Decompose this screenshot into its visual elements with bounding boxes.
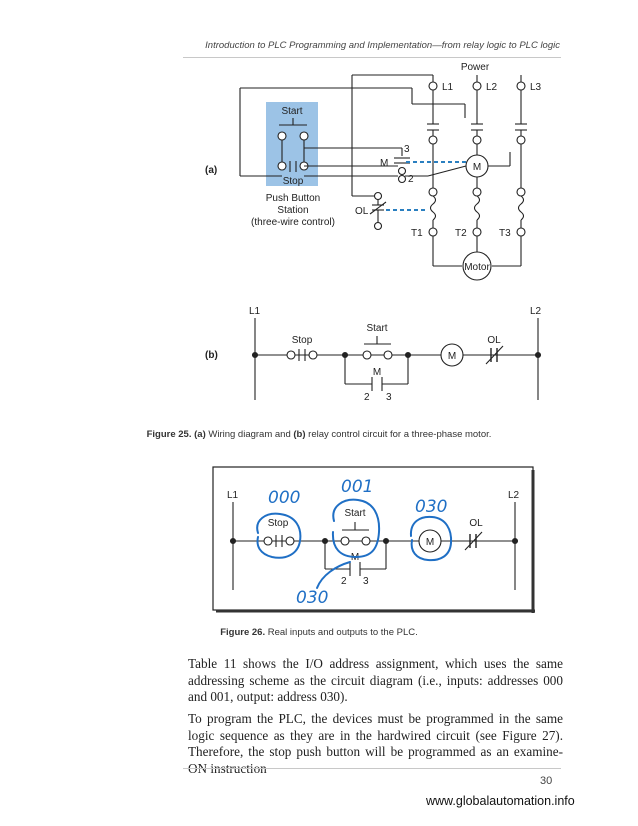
stop-label: Stop (283, 176, 304, 187)
fig25b-start-label: Start (366, 323, 387, 334)
fig26-stop-label: Stop (268, 518, 289, 529)
motor-label: Motor (464, 262, 490, 273)
fig26-node-2: 2 (341, 576, 347, 587)
station-line-3: (three-wire control) (251, 217, 335, 228)
power-label: Power (461, 62, 490, 73)
fig25-panel-b-label: (b) (205, 350, 218, 361)
running-header: Introduction to PLC Programming and Impl… (205, 40, 560, 51)
fig25-caption-a: Figure 25. (a) (146, 429, 206, 440)
l3-terminal (516, 81, 526, 91)
header-rule (183, 57, 561, 58)
fig25b-node-2: 2 (364, 392, 370, 403)
handwritten-001: 001 (341, 477, 373, 497)
fig25b-ol-label: OL (487, 335, 501, 346)
l1-terminal (428, 81, 438, 91)
t2-label: T2 (455, 228, 467, 239)
handwritten-030-contact: 030 (296, 588, 328, 608)
fig25b-stop-label: Stop (292, 335, 313, 346)
t1-label: T1 (411, 228, 423, 239)
fig25-caption-mid: Wiring diagram and (205, 429, 294, 440)
start-circle-annotation (331, 498, 381, 559)
ol-label: OL (355, 206, 369, 217)
website-link[interactable]: www.globalautomation.info (426, 794, 575, 808)
m-contact-label: M (380, 158, 388, 169)
fig25-caption-b: (b) (293, 429, 306, 440)
fig26-caption-text: Real inputs and outputs to the PLC. (265, 627, 418, 638)
fig26-ol-label: OL (469, 518, 483, 529)
l2-terminal (472, 81, 482, 91)
push-button-station-box (266, 102, 318, 186)
body-paragraph-1: Table 11 shows the I/O address assignmen… (188, 656, 563, 704)
fig25-caption: Figure 25. (a) Wiring diagram and (b) re… (0, 429, 638, 440)
footer-rule (183, 768, 561, 769)
fig25b-coil-label: M (448, 351, 456, 362)
fig26-plc-io-diagram (212, 466, 535, 613)
fig25-wiring-diagram (239, 74, 527, 281)
motor-symbol (462, 251, 492, 281)
coil-circle-annotation (409, 515, 453, 562)
fig25-ladder-diagram (251, 318, 542, 400)
node-3-label: 3 (404, 144, 410, 155)
station-line-2: Station (277, 205, 308, 216)
fig25b-m-contact-label: M (373, 367, 381, 378)
l1-label: L1 (442, 82, 454, 93)
page-number: 30 (540, 775, 553, 787)
fig25b-l2-label: L2 (530, 306, 542, 317)
fig26-caption: Figure 26. Real inputs and outputs to th… (0, 627, 638, 638)
fig26-l1-label: L1 (227, 490, 239, 501)
fig26-node-3: 3 (363, 576, 369, 587)
station-line-1: Push Button (266, 193, 320, 204)
fig25b-l1-label: L1 (249, 306, 261, 317)
node-2-label: 2 (408, 174, 414, 185)
handwritten-annotations (256, 498, 453, 589)
m-coil-label: M (473, 162, 481, 173)
fig25-caption-end: relay control circuit for a three-phase … (305, 429, 492, 440)
fig26-caption-label: Figure 26. (220, 627, 266, 638)
fig25b-node-3: 3 (386, 392, 392, 403)
body-paragraph-2: To program the PLC, the devices must be … (188, 711, 563, 776)
start-label: Start (281, 106, 302, 117)
handwritten-030-coil: 030 (415, 497, 447, 517)
fig26-coil-label: M (426, 537, 434, 548)
fig26-l2-label: L2 (508, 490, 520, 501)
stop-circle-annotation (256, 512, 302, 559)
t3-label: T3 (499, 228, 511, 239)
l2-label: L2 (486, 82, 498, 93)
fig26-start-label: Start (344, 508, 365, 519)
handwritten-000: 000 (268, 488, 300, 508)
fig25-panel-a-label: (a) (205, 165, 217, 176)
m-contact-pointer (316, 561, 351, 589)
l3-label: L3 (530, 82, 542, 93)
